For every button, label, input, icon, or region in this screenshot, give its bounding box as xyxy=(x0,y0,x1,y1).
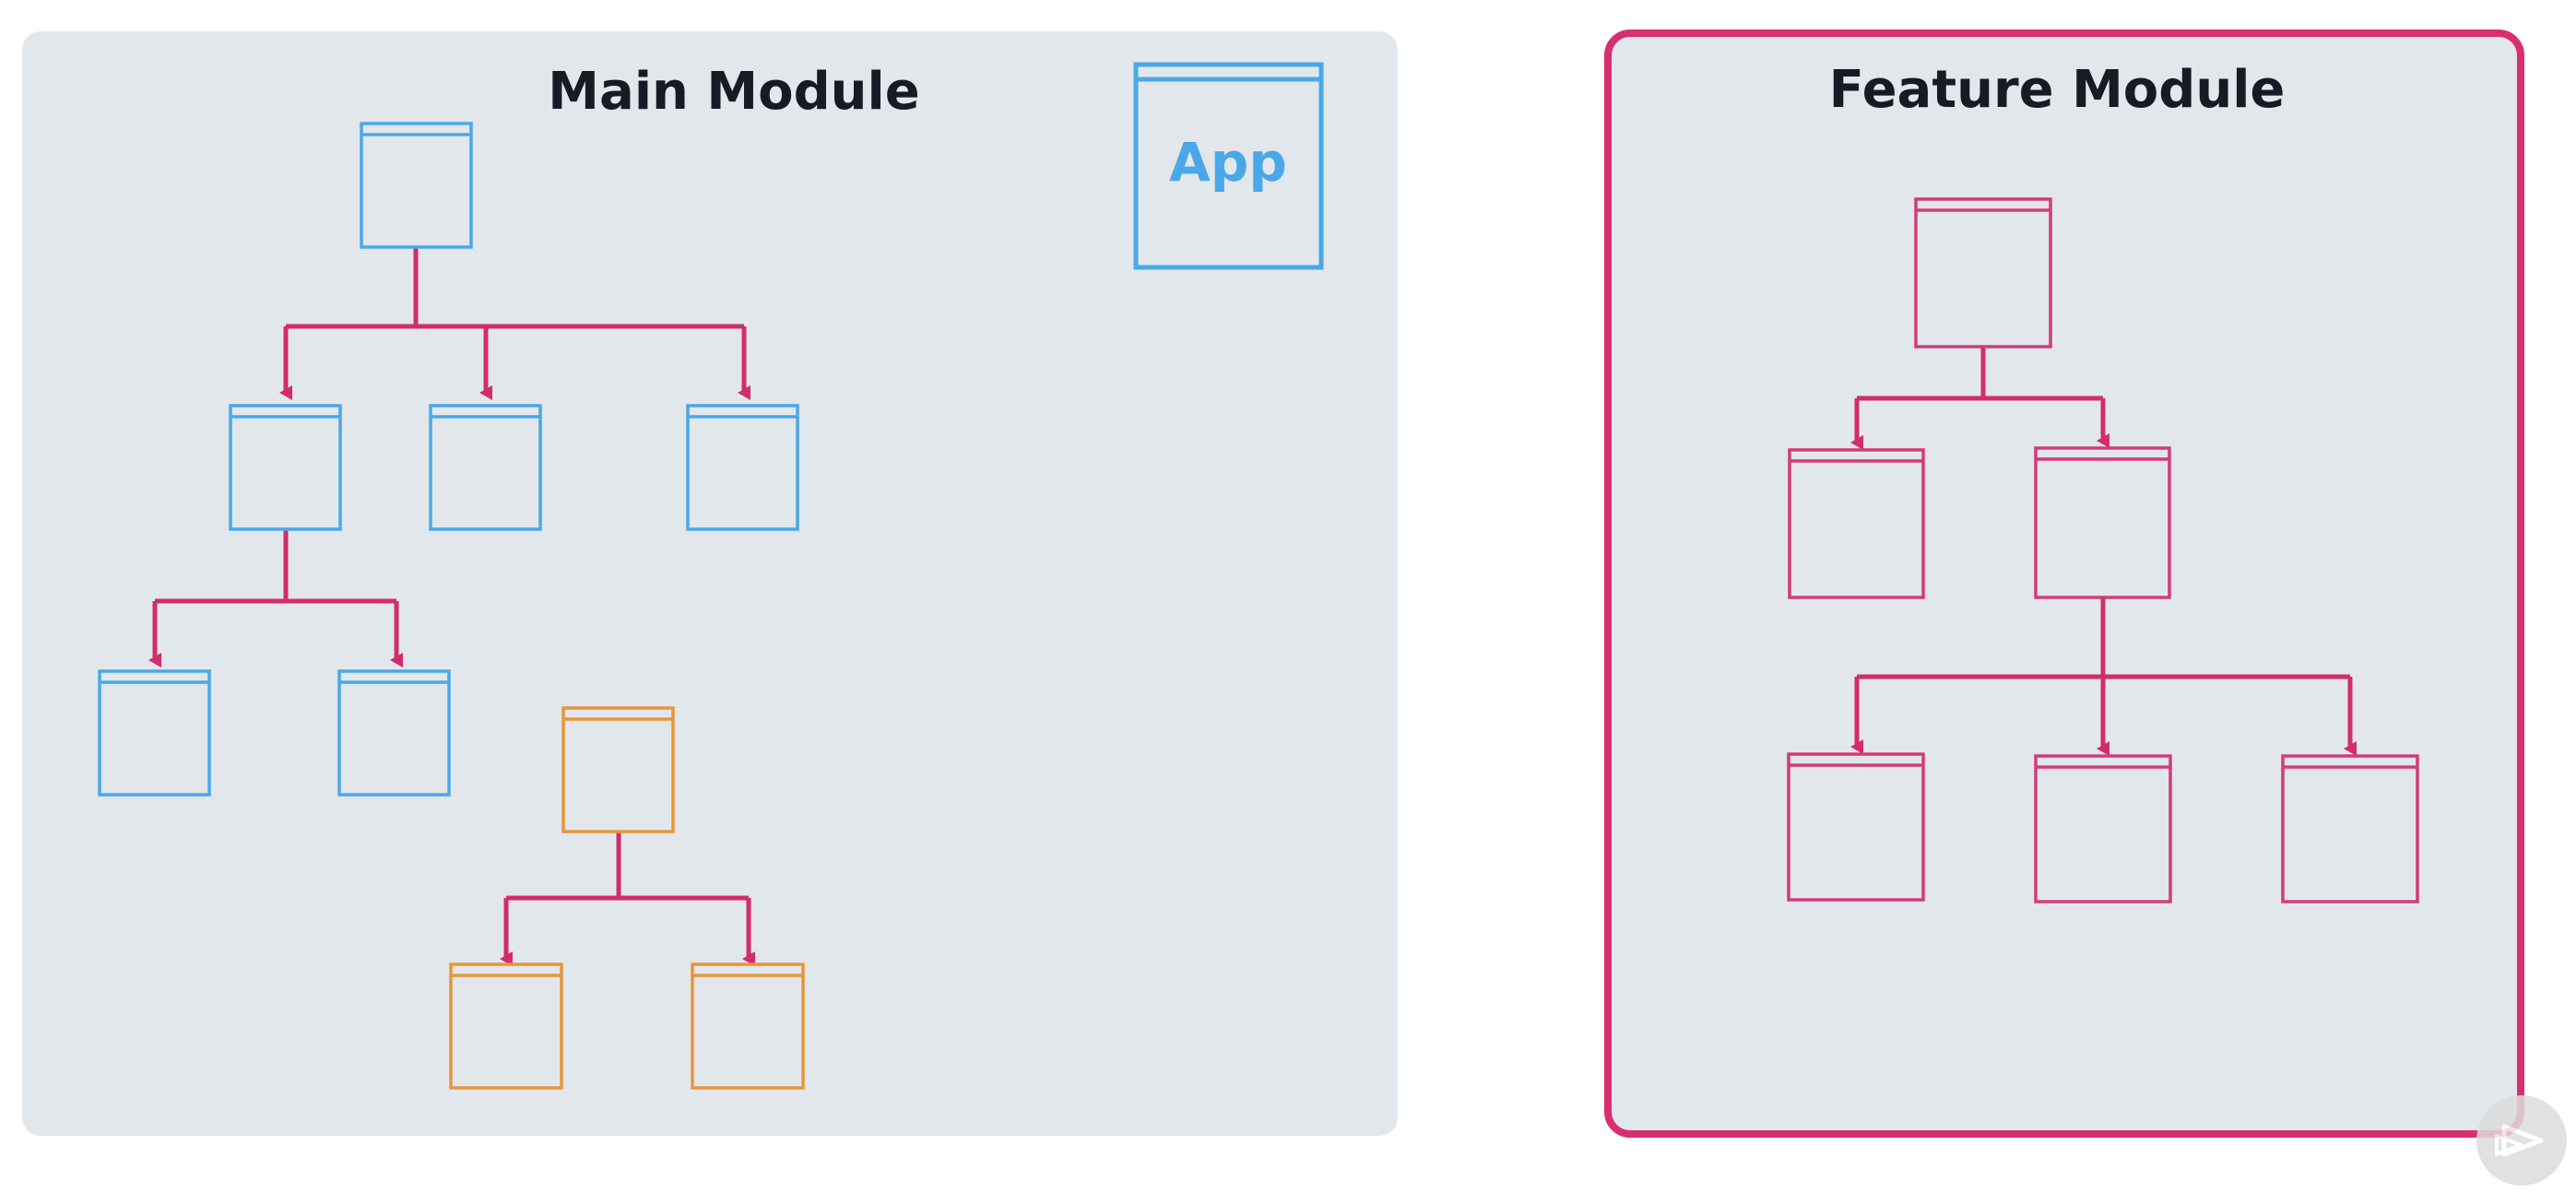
main-module-panel: Main Module xyxy=(22,31,1398,1136)
main-module-title: Main Module xyxy=(548,62,920,122)
play-logo-icon xyxy=(2476,1095,2567,1186)
feature-module-panel: Feature Module xyxy=(1604,30,2524,1138)
feature-module-title: Feature Module xyxy=(1828,60,2286,120)
